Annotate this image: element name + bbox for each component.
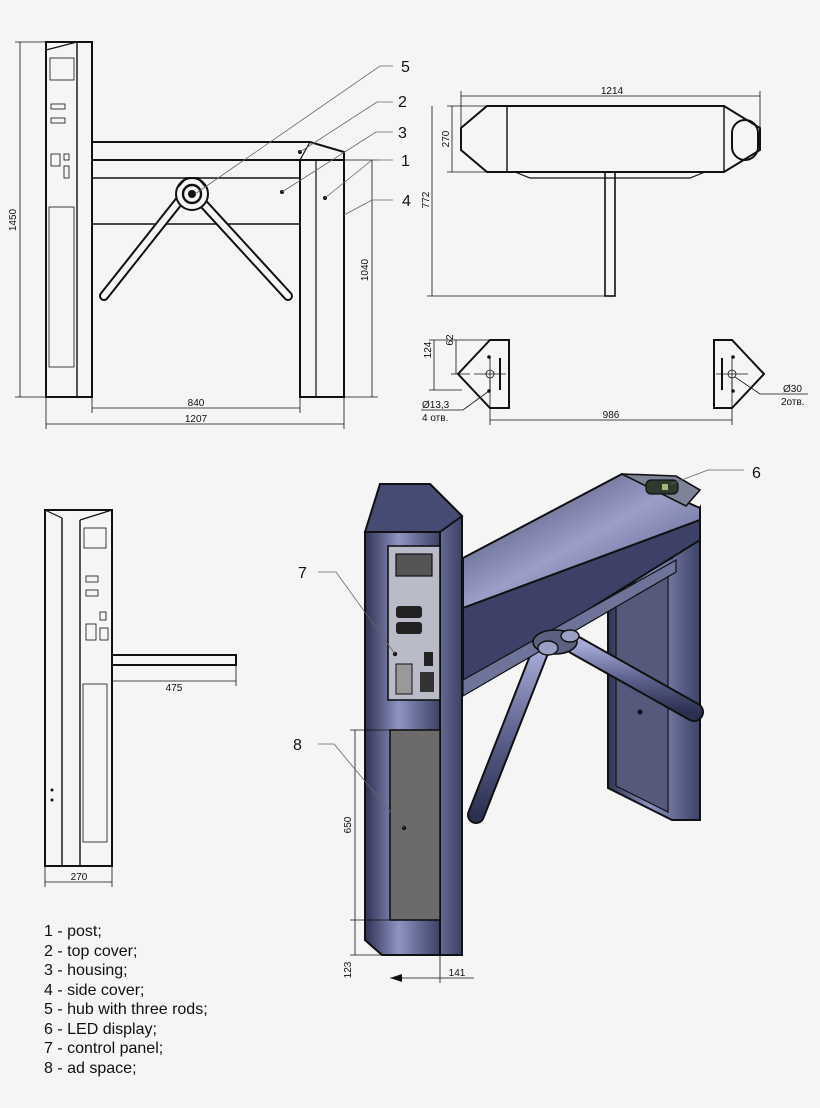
- front-top-cover: [92, 141, 345, 161]
- top-view-rod: [604, 171, 616, 297]
- callout-3: 3: [398, 125, 407, 142]
- dim-total-width: 1207: [185, 414, 208, 425]
- dim-hole-large-count: 2отв.: [781, 397, 805, 408]
- front-post-left: [45, 41, 93, 398]
- legend-item: 8 - ad space;: [44, 1059, 137, 1077]
- base-plate-left: [456, 339, 510, 409]
- callout-8: 8: [293, 737, 302, 754]
- dim-side-arm: 475: [166, 683, 183, 694]
- legend-item: 2 - top cover;: [44, 942, 138, 960]
- front-callouts: 5 2 3 1 4: [194, 59, 411, 216]
- dim-width: 270: [441, 130, 452, 147]
- legend-item: 5 - hub with three rods;: [44, 1001, 208, 1018]
- dim-arm-reach: 772: [421, 191, 432, 208]
- iso-hub: [532, 629, 580, 656]
- top-view-body: [460, 105, 761, 173]
- callout-1: 1: [401, 153, 410, 170]
- dim-height: 1450: [8, 208, 19, 231]
- legend-list: 1 - post; 2 - top cover; 3 - housing; 4 …: [44, 922, 208, 1078]
- dim-base-depth: 141: [449, 968, 466, 979]
- legend-item: 7 - control panel;: [44, 1040, 164, 1057]
- dim-base-height: 123: [343, 961, 354, 978]
- dim-hole-small: Ø13,3: [422, 400, 450, 411]
- dim-plate-124: 124: [423, 341, 434, 358]
- iso-ad-space: [389, 729, 441, 921]
- callout-6: 6: [752, 465, 761, 482]
- side-view: 475 270: [44, 509, 237, 887]
- dim-plate-spacing: 986: [603, 410, 620, 421]
- front-hub: [175, 177, 209, 211]
- base-plate-right: [713, 339, 766, 409]
- dim-plate-62: 62: [445, 334, 456, 346]
- legend-item: 6 - LED display;: [44, 1020, 157, 1038]
- legend-item: 3 - housing;: [44, 962, 128, 979]
- legend-item: 4 - side cover;: [44, 981, 145, 999]
- callout-7: 7: [298, 565, 307, 582]
- top-view: 1214 270 772: [421, 86, 761, 297]
- side-arm: [111, 654, 237, 666]
- dim-inner-width: 840: [188, 398, 205, 409]
- iso-view: 650 123 141: [343, 472, 704, 983]
- side-ad-panel: [82, 683, 108, 843]
- dim-side-depth: 270: [71, 872, 88, 883]
- callout-2: 2: [398, 94, 407, 111]
- dim-arm-height: 1040: [360, 258, 371, 281]
- front-post-right: [299, 159, 345, 398]
- base-plates-view: 124 62 Ø13,3 4 отв. Ø30 2отв. 986: [421, 334, 808, 425]
- side-display-window: [83, 527, 107, 549]
- callout-5: 5: [401, 59, 410, 76]
- top-view-led: [731, 119, 759, 161]
- front-ad-panel: [48, 206, 75, 368]
- dim-hole-small-count: 4 отв.: [422, 413, 448, 424]
- dim-length: 1214: [601, 86, 624, 97]
- dim-hole-large: Ø30: [783, 384, 802, 395]
- callout-4: 4: [402, 193, 411, 210]
- front-display-window: [49, 57, 75, 81]
- dim-ad-height: 650: [343, 816, 354, 833]
- legend-item: 1 - post;: [44, 923, 102, 940]
- iso-panel-screen: [395, 553, 433, 577]
- front-view: 1450 1040 840 1207: [8, 41, 378, 429]
- iso-callouts: 6 7 8: [293, 465, 761, 829]
- side-post: [44, 509, 113, 867]
